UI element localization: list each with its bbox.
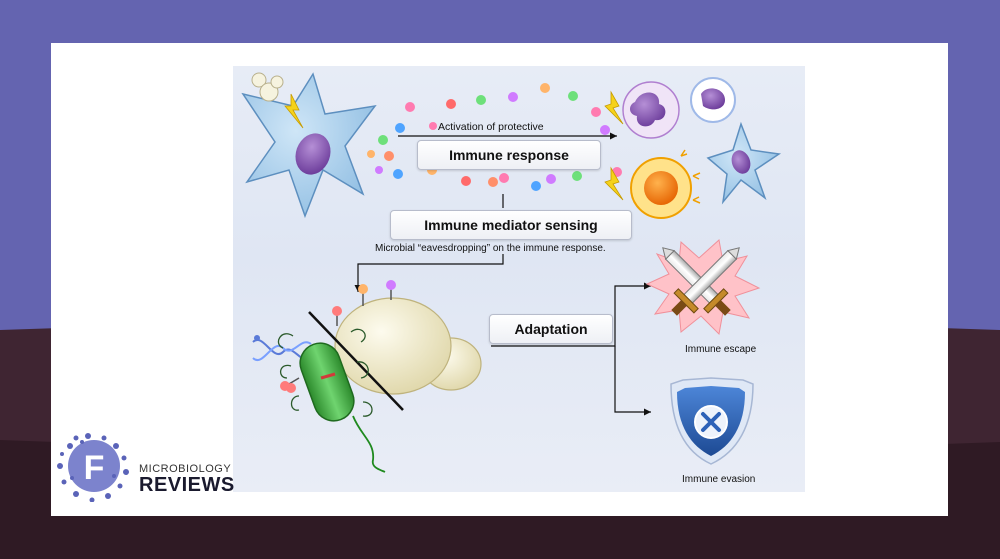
lymphocyte-icon xyxy=(690,77,736,123)
shield-icon xyxy=(670,377,754,465)
evasion-arrow xyxy=(614,346,651,416)
mediator-sensing-box: Immune mediator sensing xyxy=(390,210,632,240)
receptor-icons xyxy=(280,280,396,391)
particle-cluster-icon xyxy=(251,72,304,129)
immune-response-box: Immune response xyxy=(417,140,601,170)
mediator-sensing-label: Immune mediator sensing xyxy=(424,217,598,233)
adaptation-label: Adaptation xyxy=(514,321,588,337)
journal-logo-icon: F xyxy=(57,433,129,502)
immune-evasion-label: Immune evasion xyxy=(682,474,756,485)
crossed-swords-icon xyxy=(645,239,761,336)
eavesdropping-label: Microbial “eavesdropping” on the immune … xyxy=(375,243,606,254)
t-cell-icon xyxy=(604,149,701,219)
escape-arrow xyxy=(491,282,651,347)
logo-line1: MICROBIOLOGY xyxy=(139,463,232,475)
immune-response-label: Immune response xyxy=(449,147,569,163)
diagram-artwork xyxy=(241,72,782,473)
immune-escape-label: Immune escape xyxy=(685,344,757,355)
logo-line2: REVIEWS xyxy=(139,474,235,496)
cytokine-dots xyxy=(367,83,622,191)
diagram-figure: Activation of protective Immune response… xyxy=(233,66,805,492)
dendritic-cell-icon xyxy=(241,72,377,219)
membrane-line xyxy=(308,311,404,411)
yeast-cell-icon xyxy=(334,297,482,395)
logo-letter: F xyxy=(84,449,105,487)
adaptation-box: Adaptation xyxy=(489,314,613,344)
sensing-arrow xyxy=(354,254,504,292)
macrophage-icon xyxy=(706,121,782,205)
bacterium-icon xyxy=(277,328,386,473)
activation-label: Activation of protective xyxy=(438,121,544,133)
neutrophil-icon xyxy=(604,81,680,139)
